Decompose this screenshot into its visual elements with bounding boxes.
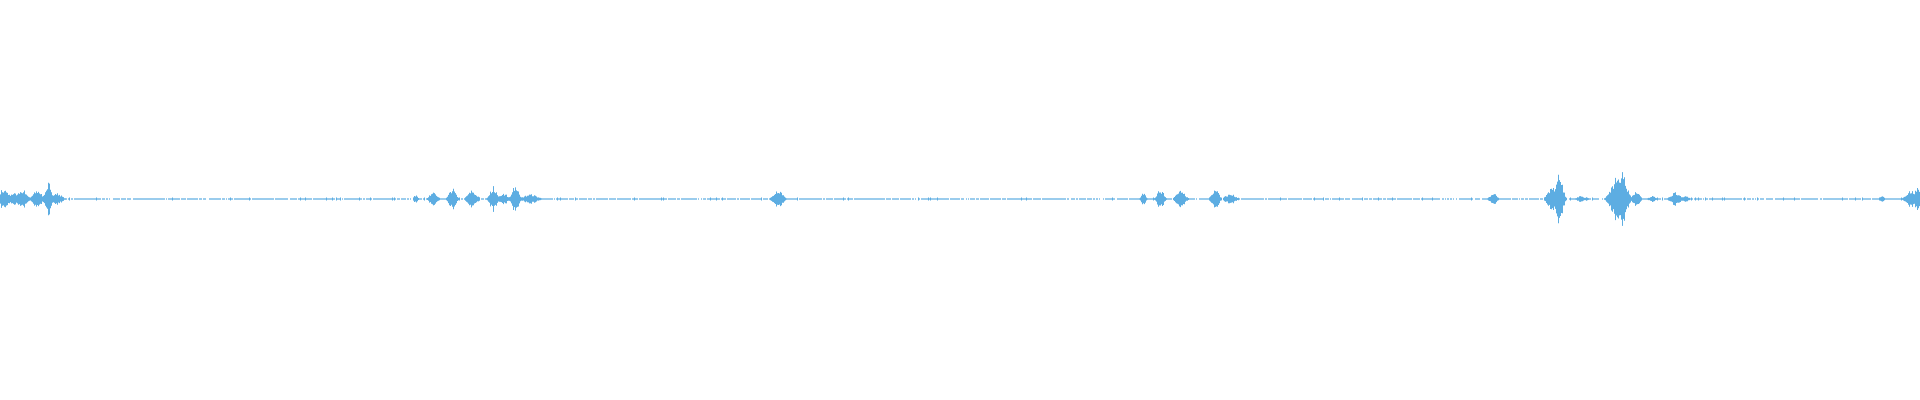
waveform-trace <box>0 172 1920 226</box>
